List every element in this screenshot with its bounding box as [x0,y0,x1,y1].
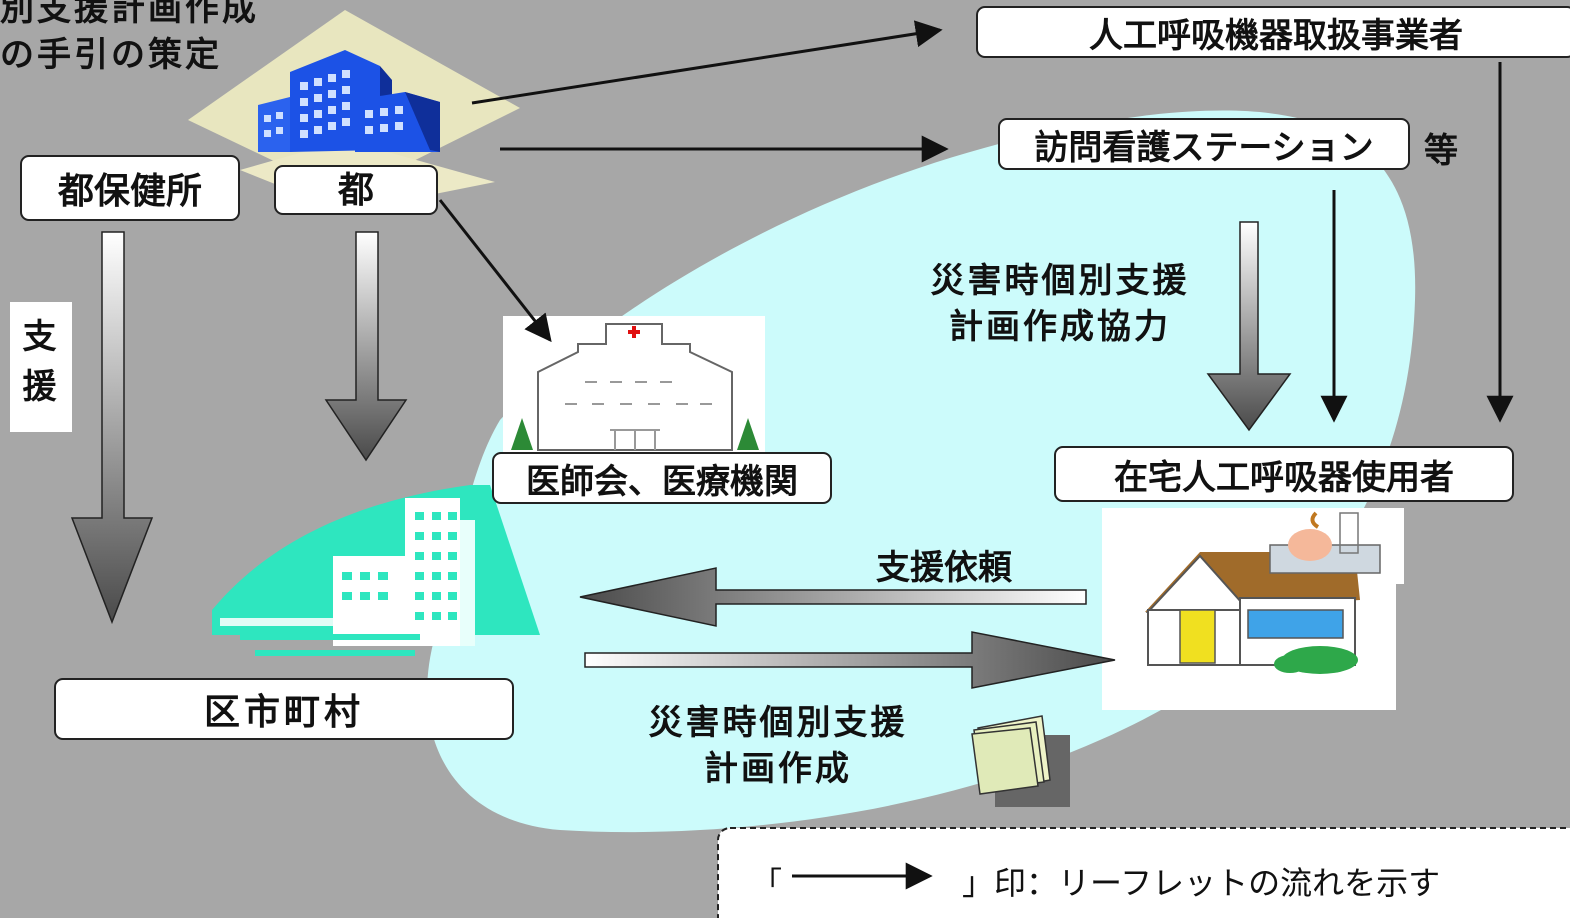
node-home-ventilator-users: 在宅人工呼吸器使用者 [1054,446,1514,502]
support-request-arrow [579,567,1087,627]
node-tokyo-health-center: 都保健所 [20,155,240,221]
node-ventilator-vendors: 人工呼吸機器取扱事業者 [976,6,1570,58]
label-etc: 等 [1424,131,1458,171]
legend-box [717,827,1570,918]
node-medical-association: 医師会、医療機関 [492,452,832,504]
label-support-vertical: 支 援 [10,302,72,432]
cooperation-arrow [1206,221,1292,432]
label-plan-creation: 災害時個別支援 計画作成 [648,703,908,789]
hospital-icon [503,316,765,456]
leaflet-arrow-to-vendors [471,20,943,105]
label-support-request: 支援依頼 [876,548,1012,588]
guideline-title-fragment: 別支援計画作成 の手引の策定 [0,0,259,75]
legend-text: 」印：リーフレットの流れを示す [962,864,1441,902]
document-stack-icon [971,715,1070,807]
support-arrow-health-center [70,231,154,625]
plan-creation-arrow [584,631,1116,689]
municipal-building-icon [212,485,540,656]
label-cooperation: 災害時個別支援 計画作成協力 [930,261,1190,347]
legend-open-bracket: 「 [752,866,782,901]
tokyo-building-icon [258,50,440,152]
node-municipalities: 区市町村 [54,678,514,740]
leaflet-arrow-to-medical [438,199,552,343]
node-tokyo: 都 [274,165,438,215]
support-arrow-tokyo [324,231,408,462]
node-home-nursing-station: 訪問看護ステーション [998,118,1410,170]
home-icon [1102,508,1404,710]
